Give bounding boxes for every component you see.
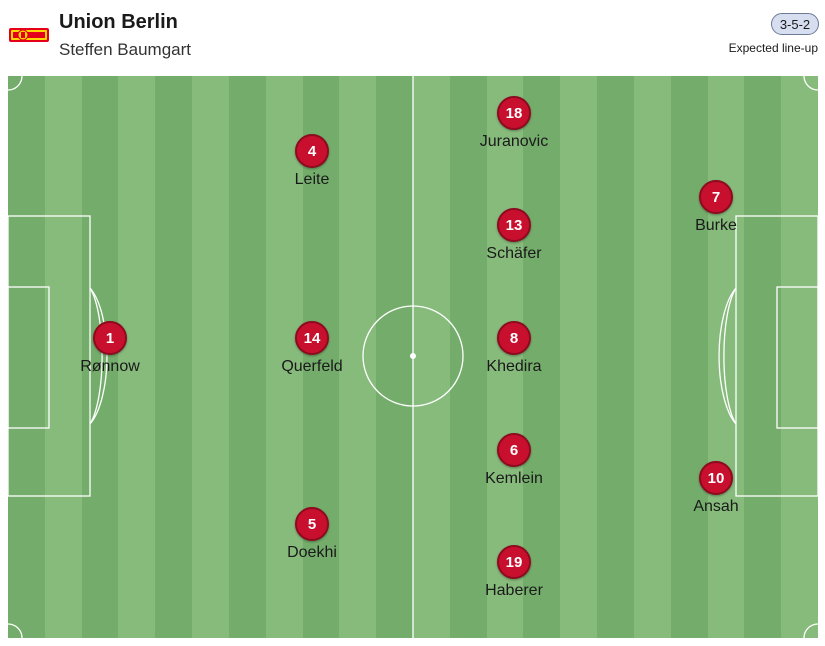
pitch-stripe xyxy=(413,76,451,638)
pitch-stripe xyxy=(707,76,745,638)
player-number: 14 xyxy=(295,321,329,355)
center-circle xyxy=(362,305,464,407)
corner-arc-top-right xyxy=(803,76,818,91)
pitch-stripe xyxy=(523,76,561,638)
player-name: Rønnow xyxy=(80,358,140,375)
player-name: Ansah xyxy=(693,498,739,515)
left-goal-area xyxy=(8,286,50,429)
player-name: Kemlein xyxy=(485,470,543,487)
player-number: 19 xyxy=(497,545,531,579)
player-name: Leite xyxy=(294,171,330,188)
pitch-stripe xyxy=(118,76,156,638)
player-name: Burke xyxy=(695,217,737,234)
player-number: 18 xyxy=(497,96,531,130)
pitch-stripe xyxy=(192,76,230,638)
pitch-stripe xyxy=(744,76,782,638)
right-goal-area xyxy=(776,286,818,429)
pitch-stripe xyxy=(597,76,635,638)
coach-name: Steffen Baumgart xyxy=(59,40,191,59)
left-penalty-arc xyxy=(89,287,108,425)
pitch-markings xyxy=(8,76,818,638)
player-number: 4 xyxy=(295,134,329,168)
player-name: Schäfer xyxy=(486,245,542,262)
player-name: Querfeld xyxy=(281,358,343,375)
player-name: Juranovic xyxy=(479,133,549,150)
player-number: 1 xyxy=(93,321,127,355)
formation-badge: 3-5-2 xyxy=(771,13,819,35)
pitch-stripe xyxy=(8,76,46,638)
left-penalty-area xyxy=(8,215,91,497)
player-number: 5 xyxy=(295,507,329,541)
player-name: Doekhi xyxy=(287,544,337,561)
pitch-stripe xyxy=(265,76,304,638)
pitch-stripe xyxy=(633,76,672,638)
pitch-stripe xyxy=(81,76,119,638)
player-number: 13 xyxy=(497,208,531,242)
pitch-stripe xyxy=(449,76,488,638)
pitch-stripe xyxy=(155,76,193,638)
pitch-stripe xyxy=(670,76,709,638)
right-penalty-area xyxy=(735,215,818,497)
player-name: Khedira xyxy=(486,358,542,375)
player-number: 6 xyxy=(497,433,531,467)
pitch-stripe xyxy=(228,76,267,638)
pitch-stripe xyxy=(486,76,524,638)
center-spot xyxy=(410,353,416,359)
team-header: Union Berlin Steffen Baumgart 3-5-2 Expe… xyxy=(0,0,825,74)
player-number: 10 xyxy=(699,461,733,495)
team-name: Union Berlin xyxy=(59,11,178,33)
corner-arc-bottom-left xyxy=(8,623,23,638)
lineup-status-label: Expected line-up xyxy=(728,41,818,55)
player-name: Haberer xyxy=(485,582,543,599)
right-penalty-arc xyxy=(718,287,737,425)
pitch-stripe xyxy=(376,76,414,638)
player-number: 8 xyxy=(497,321,531,355)
corner-arc-top-left xyxy=(8,76,23,91)
player-number: 7 xyxy=(699,180,733,214)
pitch-stripe xyxy=(302,76,340,638)
pitch-stripe xyxy=(44,76,83,638)
pitch-stripe xyxy=(339,76,377,638)
pitch-stripe xyxy=(781,76,818,638)
club-logo-icon xyxy=(9,28,49,42)
corner-arc-bottom-right xyxy=(803,623,818,638)
pitch-stripe xyxy=(560,76,598,638)
